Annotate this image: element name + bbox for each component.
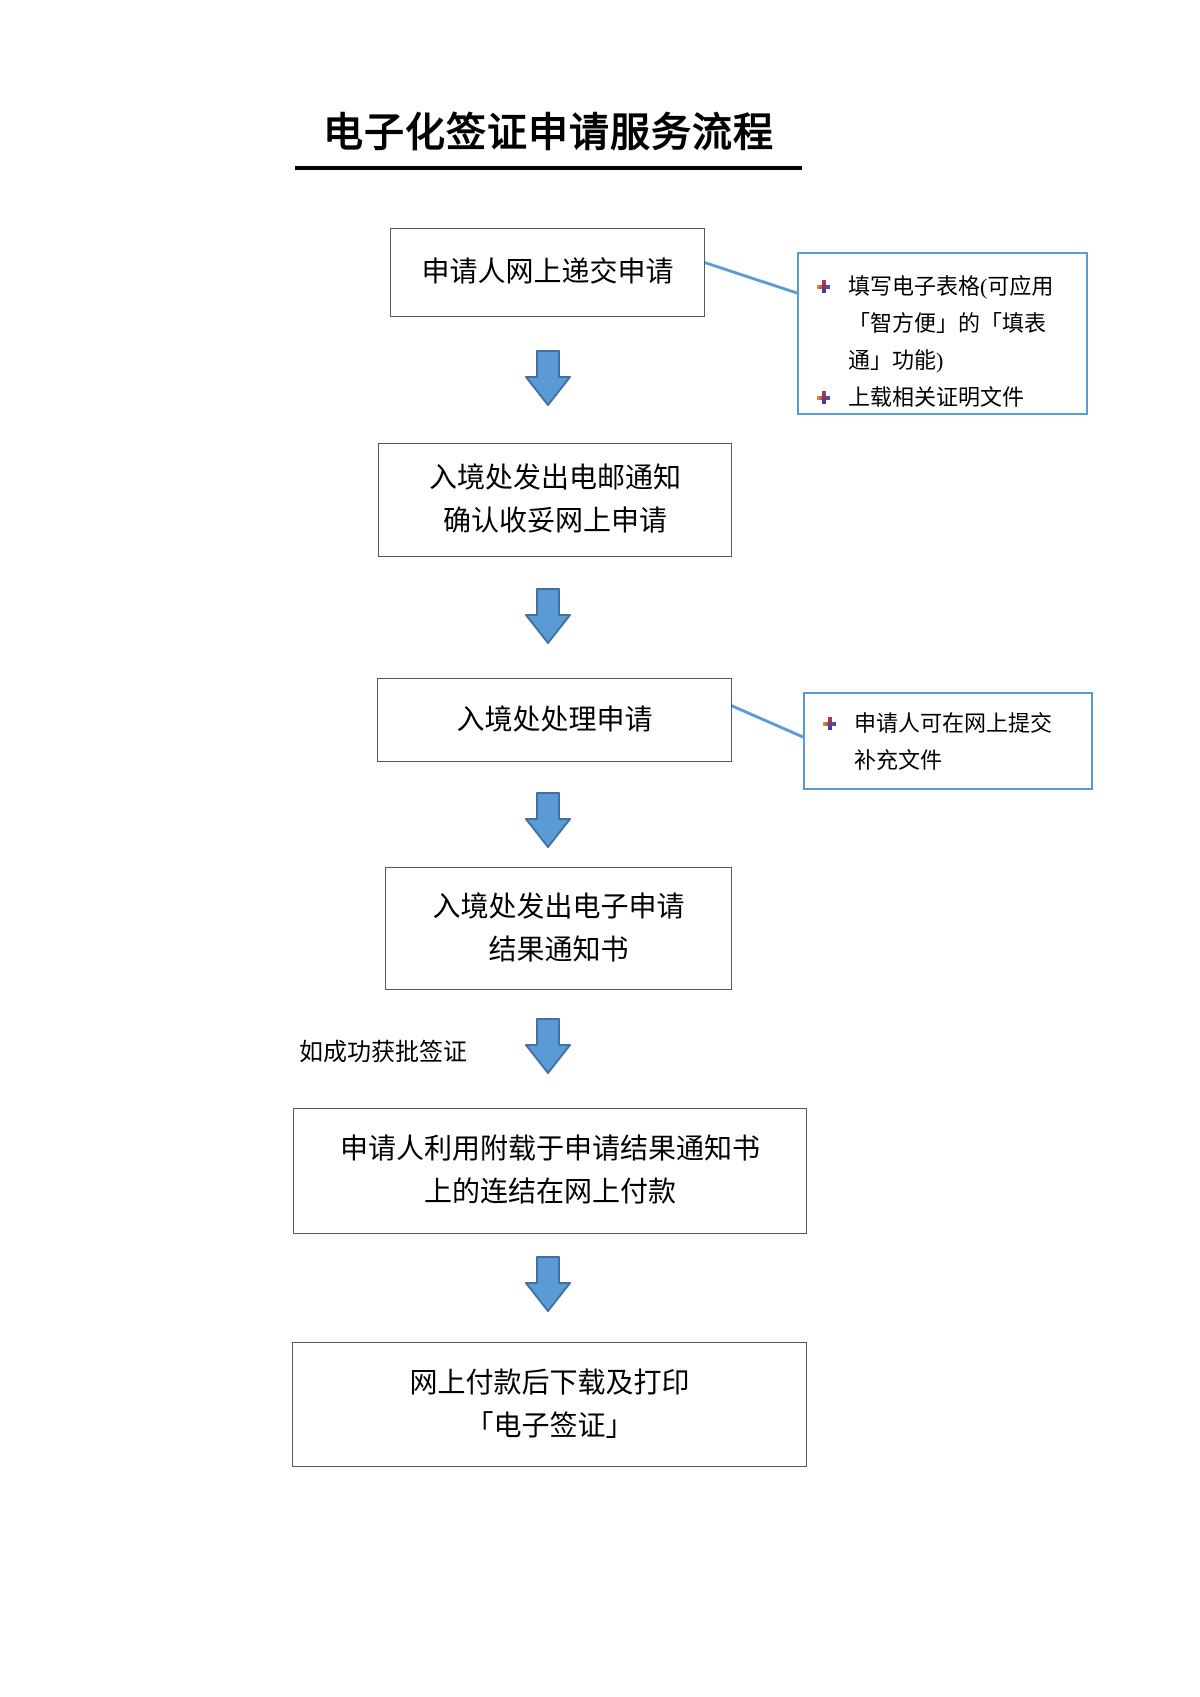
colored-plus-bullet-icon	[817, 391, 830, 404]
callout-leader-line-2	[728, 703, 805, 739]
callout-item: 填写电子表格(可应用「智方便」的「填表通」功能)	[815, 268, 1076, 379]
page-title: 电子化签证申请服务流程	[295, 100, 802, 170]
callout-item: 上载相关证明文件	[815, 379, 1076, 416]
callout-item-text: 上载相关证明文件	[848, 385, 1025, 410]
down-arrow-icon-4	[525, 1018, 571, 1074]
flow-step-submit-online: 申请人网上递交申请	[390, 228, 705, 317]
flow-step-text: 网上付款后下载及打印	[409, 1367, 690, 1399]
flow-step-online-payment: 申请人利用附载于申请结果通知书 上的连结在网上付款	[293, 1108, 807, 1234]
down-arrow-icon-3	[525, 792, 571, 848]
down-arrow-icon-2	[525, 588, 571, 644]
callout-item: 申请人可在网上提交补充文件	[821, 705, 1081, 779]
branch-condition-label: 如成功获批签证	[299, 1040, 467, 1066]
flow-step-email-acknowledge: 入境处发出电邮通知 确认收妥网上申请	[378, 443, 732, 557]
down-arrow-icon-5	[525, 1256, 571, 1312]
callout-item-text: 填写电子表格(可应用「智方便」的「填表通」功能)	[848, 274, 1054, 373]
flow-step-download-print-evisa: 网上付款后下载及打印 「电子签证」	[292, 1342, 807, 1467]
flow-step-text: 申请人网上递交申请	[421, 257, 674, 288]
callout-submission-notes: 填写电子表格(可应用「智方便」的「填表通」功能) 上载相关证明文件	[797, 252, 1088, 415]
callout-leader-line-1	[701, 260, 799, 295]
flow-step-text: 入境处发出电邮通知	[428, 463, 681, 494]
flow-step-text: 「电子签证」	[465, 1410, 634, 1442]
flow-step-text: 确认收妥网上申请	[442, 506, 667, 537]
colored-plus-bullet-icon	[817, 280, 830, 293]
flow-step-text: 结果通知书	[488, 934, 629, 966]
colored-plus-bullet-icon	[823, 717, 836, 730]
flow-step-result-notification: 入境处发出电子申请 结果通知书	[385, 867, 732, 990]
callout-item-text: 申请人可在网上提交补充文件	[854, 711, 1053, 773]
flow-step-text: 入境处发出电子申请	[432, 891, 685, 923]
flow-step-text: 入境处处理申请	[456, 704, 653, 736]
flow-step-text: 上的连结在网上付款	[423, 1177, 676, 1208]
flow-step-text: 申请人利用附载于申请结果通知书	[339, 1134, 760, 1165]
callout-supplementary-documents: 申请人可在网上提交补充文件	[803, 692, 1093, 790]
flow-step-process-application: 入境处处理申请	[377, 678, 732, 762]
down-arrow-icon-1	[525, 350, 571, 406]
